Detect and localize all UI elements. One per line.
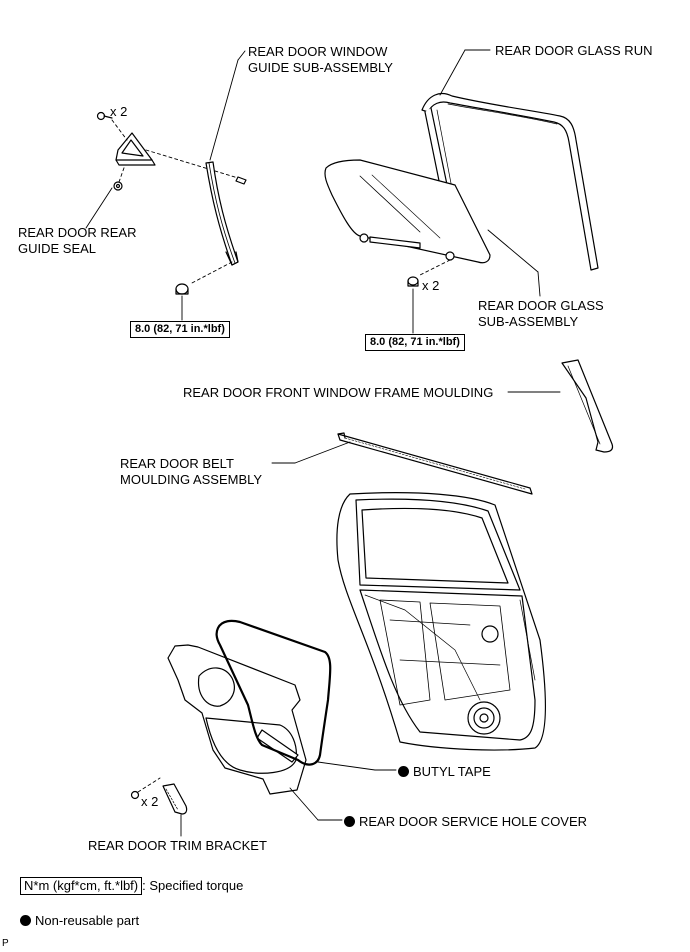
glass-part (324, 159, 491, 264)
label-belt-moulding-line1: REAR DOOR BELT (120, 456, 234, 471)
bolt-icon (175, 283, 189, 295)
label-glass-sub-line1: REAR DOOR GLASS (478, 298, 604, 313)
label-window-guide-line2: GUIDE SUB-ASSEMBLY (248, 60, 393, 75)
window-guide-part (205, 161, 239, 266)
qty-glass-bolt: x 2 (422, 278, 440, 293)
service-hole-cover-text: REAR DOOR SERVICE HOLE COVER (359, 814, 588, 829)
label-butyl-tape: BUTYL TAPE (398, 764, 491, 780)
legend-nonreusable-text: Non-reusable part (35, 913, 140, 928)
label-trim-bracket: REAR DOOR TRIM BRACKET (88, 838, 267, 853)
clip-icon (113, 181, 123, 191)
nonreusable-dot-icon (344, 816, 355, 827)
label-glass-run: REAR DOOR GLASS RUN (495, 43, 653, 58)
rear-guide-seal-part (115, 132, 156, 166)
frame-moulding-part (561, 359, 614, 453)
belt-moulding-part (337, 432, 533, 495)
nonreusable-dot-icon (398, 766, 409, 777)
label-rear-guide-seal-line2: GUIDE SEAL (18, 241, 97, 256)
legend-torque-text: : Specified torque (142, 878, 244, 893)
screw-icon (96, 111, 113, 121)
legend-torque: N*m (kgf*cm, ft.*lbf): Specified torque (20, 877, 243, 895)
label-belt-moulding-line2: MOULDING ASSEMBLY (120, 472, 263, 487)
torque-glass-bolt: 8.0 (82, 71 in.*lbf) (365, 334, 465, 351)
label-front-frame-moulding: REAR DOOR FRONT WINDOW FRAME MOULDING (183, 385, 494, 400)
screw-icon (130, 790, 140, 800)
service-hole-cover-part (167, 644, 307, 795)
bolt-icon (407, 276, 419, 287)
nonreusable-dot-icon (20, 915, 31, 926)
trim-bracket-part (162, 783, 188, 815)
label-service-hole-cover: REAR DOOR SERVICE HOLE COVER (344, 814, 587, 830)
qty-bracket-screw: x 2 (141, 794, 159, 809)
butyl-tape-part (215, 619, 332, 766)
butyl-tape-text: BUTYL TAPE (413, 764, 491, 779)
corner-mark: P (2, 938, 9, 949)
legend-nonreusable: Non-reusable part (20, 913, 139, 929)
label-rear-guide-seal-line1: REAR DOOR REAR (18, 225, 137, 240)
small-bolt-icon (235, 176, 247, 185)
label-window-guide-line1: REAR DOOR WINDOW (248, 44, 388, 59)
label-glass-sub-line2: SUB-ASSEMBLY (478, 314, 579, 329)
torque-guide-bolt: 8.0 (82, 71 in.*lbf) (130, 321, 230, 338)
door-panel-part (336, 492, 547, 751)
qty-seal-screw: x 2 (110, 104, 128, 119)
legend-torque-unit: N*m (kgf*cm, ft.*lbf) (20, 877, 143, 895)
